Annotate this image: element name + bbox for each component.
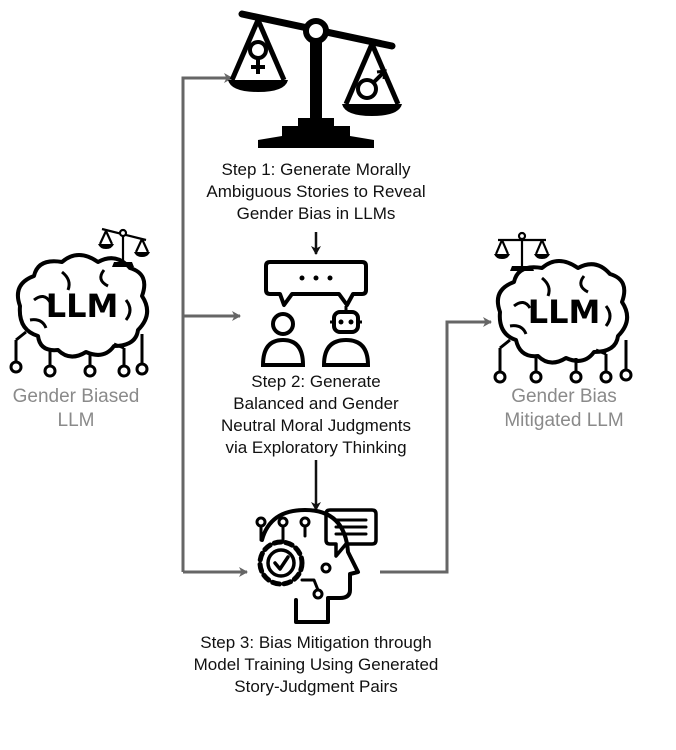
circuit-nodes-left [9,330,149,378]
step3-caption-line: Story-Judgment Pairs [234,677,398,696]
brain-cloud-icon-left [15,253,150,359]
step2-caption-line: Balanced and Gender [233,394,399,413]
connector-to-step1 [181,73,233,572]
brain-cloud-icon-right [495,259,630,365]
llm-badge-right: LLM [528,293,601,331]
step2-caption-line: Step 2: Generate [251,372,381,391]
flow-connectors [181,73,492,577]
step1-caption-line: Step 1: Generate Morally [221,160,411,179]
step1-caption: Step 1: Generate Morally Ambiguous Stori… [186,159,446,225]
step2-caption: Step 2: Generate Balanced and Gender Neu… [196,371,436,459]
gear-icon [257,539,305,587]
gender-biased-llm-caption-line: Gender Biased [12,386,140,407]
llm-badge-left: LLM [46,287,119,325]
mitigated-llm-caption-line: Gender Bias [511,386,617,407]
gender-bias-mitigated-llm-icon: LLM [493,231,633,384]
chat-bubble-icon [324,508,378,558]
step3-caption: Step 3: Bias Mitigation through Model Tr… [156,632,476,698]
robot-icon [321,306,371,367]
person-icon [260,312,306,367]
small-scale-icon-tilted [98,227,150,267]
gender-biased-llm-caption-line: LLM [57,410,95,431]
balance-scale-icon [228,10,402,148]
step1-caption-line: Gender Bias in LLMs [236,204,396,223]
circuit-nodes-right [493,338,633,384]
mitigated-llm-caption: Gender Bias Mitigated LLM [484,385,644,433]
mitigated-llm-caption-line: Mitigated LLM [504,410,624,431]
step2-caption-line: Neutral Moral Judgments [221,416,411,435]
conversation-icon [260,260,371,367]
step1-caption-line: Ambiguous Stories to Reveal [206,182,426,201]
step2-caption-line: via Exploratory Thinking [225,438,407,457]
gender-biased-llm-icon: LLM [9,227,150,378]
step3-caption-line: Model Training Using Generated [193,655,439,674]
step3-caption-line: Step 3: Bias Mitigation through [200,633,432,652]
ai-head-gear-icon [255,508,378,624]
small-scale-icon-balanced [494,231,550,271]
gender-biased-llm-caption: Gender Biased LLM [0,385,152,433]
connector-to-mitigated-llm [380,317,492,574]
